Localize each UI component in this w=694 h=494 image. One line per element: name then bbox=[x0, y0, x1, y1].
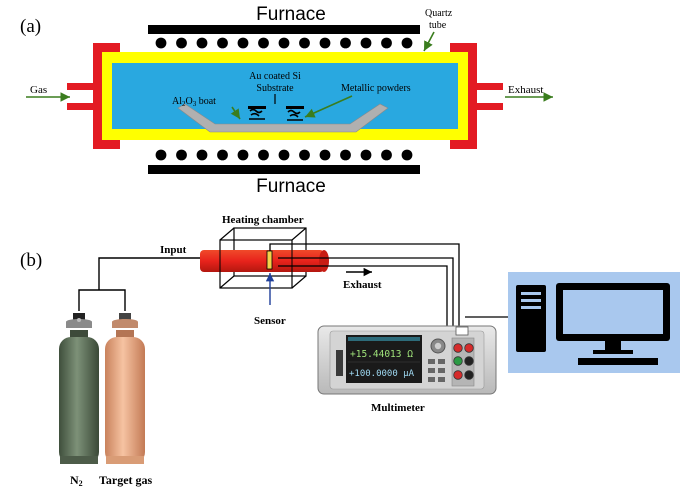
sensor-wire-3 bbox=[278, 265, 448, 338]
multimeter: +15.44013 Ω +100.0000 µA bbox=[317, 325, 497, 395]
multimeter-screen bbox=[346, 335, 422, 383]
coil-dot bbox=[217, 37, 228, 49]
furnace-top-bar bbox=[148, 25, 420, 34]
panel-b-label: (b) bbox=[20, 250, 42, 271]
boat-label-suffix: boat bbox=[196, 96, 216, 107]
coil-dot bbox=[340, 149, 351, 161]
substrate-label-line2: Substrate bbox=[256, 83, 294, 94]
quartz-pointer bbox=[423, 31, 435, 52]
n2-label: N2 bbox=[70, 473, 83, 488]
coil-dot bbox=[176, 149, 187, 161]
exhaust-label-a: Exhaust bbox=[508, 84, 543, 96]
panel-a-label: (a) bbox=[20, 16, 41, 37]
coil-dot bbox=[299, 149, 310, 161]
coil-dot bbox=[319, 149, 331, 161]
sensor-wire-2 bbox=[278, 257, 454, 338]
left-flange bbox=[67, 43, 120, 149]
terminal-6[interactable] bbox=[464, 370, 474, 380]
coil-dot bbox=[401, 149, 413, 161]
target-gas-label: Target gas bbox=[99, 473, 153, 487]
furnace-bottom-label: Furnace bbox=[256, 176, 326, 197]
coil-dot bbox=[196, 37, 208, 49]
coil-dot bbox=[176, 37, 187, 49]
coil-dot bbox=[155, 149, 167, 161]
sensor-wire-1 bbox=[269, 243, 460, 338]
quartz-label-line1: Quartz bbox=[425, 8, 453, 19]
coil-dot bbox=[237, 37, 249, 49]
boat-label: Al2O3 boat bbox=[172, 96, 216, 108]
coil-dot bbox=[381, 37, 392, 49]
input-label: Input bbox=[160, 244, 187, 256]
gas-line-main bbox=[98, 257, 200, 290]
coil-dot bbox=[237, 149, 249, 161]
metallic-powders-label: Metallic powders bbox=[341, 83, 411, 94]
panel-b: (b) Input Heating chamber Sensor Exhaust bbox=[20, 214, 680, 488]
sensor bbox=[266, 250, 273, 270]
terminal-3[interactable] bbox=[453, 356, 463, 366]
coil-dot bbox=[360, 37, 372, 49]
exhaust-label-b: Exhaust bbox=[343, 279, 382, 291]
cylinder-target-gas bbox=[105, 313, 145, 464]
coil-dot bbox=[217, 149, 228, 161]
computer-tower bbox=[516, 285, 546, 352]
computer-keyboard bbox=[578, 358, 658, 365]
coil-dot bbox=[401, 37, 413, 49]
terminal-4[interactable] bbox=[464, 356, 474, 366]
panel-a: (a) Furnace Furnace bbox=[20, 4, 553, 197]
terminal-2[interactable] bbox=[464, 343, 474, 353]
heating-tube-end bbox=[319, 250, 329, 272]
heating-tube bbox=[200, 250, 324, 272]
gas-label: Gas bbox=[30, 84, 47, 96]
substrate-left bbox=[248, 106, 266, 120]
substrate-label-line1: Au coated Si bbox=[249, 71, 301, 82]
alumina-boat bbox=[177, 103, 389, 133]
multimeter-current-readout: +100.0000 µA bbox=[349, 369, 415, 379]
heating-coils-top bbox=[155, 37, 413, 49]
boat-arrow bbox=[230, 106, 241, 120]
multimeter-keypad bbox=[428, 359, 445, 382]
computer bbox=[508, 272, 680, 373]
coil-dot bbox=[278, 37, 290, 49]
heating-chamber-label: Heating chamber bbox=[222, 214, 304, 226]
multimeter-resistance-readout: +15.44013 Ω bbox=[350, 349, 413, 360]
tube-interior bbox=[112, 63, 458, 129]
coil-dot bbox=[155, 37, 167, 49]
coil-dot bbox=[299, 37, 310, 49]
n2-label-main: N bbox=[70, 473, 79, 487]
coil-dot bbox=[381, 149, 392, 161]
coil-dot bbox=[258, 37, 269, 49]
coil-dot bbox=[360, 149, 372, 161]
coil-dot bbox=[319, 37, 331, 49]
coil-dot bbox=[278, 149, 290, 161]
terminal-1[interactable] bbox=[453, 343, 463, 353]
furnace-top-label: Furnace bbox=[256, 4, 326, 25]
coil-dot bbox=[340, 37, 351, 49]
boat-label-sub2: 2 bbox=[182, 100, 186, 108]
right-flange bbox=[450, 43, 503, 149]
coil-dot bbox=[196, 149, 208, 161]
cylinder-n2 bbox=[59, 313, 99, 464]
n2-label-sub: 2 bbox=[79, 479, 83, 488]
metallic-powders-arrow bbox=[304, 95, 353, 118]
multimeter-label: Multimeter bbox=[371, 402, 425, 414]
furnace-bottom-bar bbox=[148, 165, 420, 174]
terminal-5[interactable] bbox=[453, 370, 463, 380]
heating-coils-bottom bbox=[155, 149, 413, 161]
boat-label-sub3: 3 bbox=[193, 100, 197, 108]
gas-line-split bbox=[78, 289, 126, 311]
quartz-label-line2: tube bbox=[429, 20, 447, 31]
substrate-right bbox=[286, 106, 304, 121]
sensor-label: Sensor bbox=[254, 315, 286, 327]
coil-dot bbox=[258, 149, 269, 161]
boat-label-o: O bbox=[186, 96, 193, 107]
boat-label-al: Al bbox=[172, 96, 182, 107]
